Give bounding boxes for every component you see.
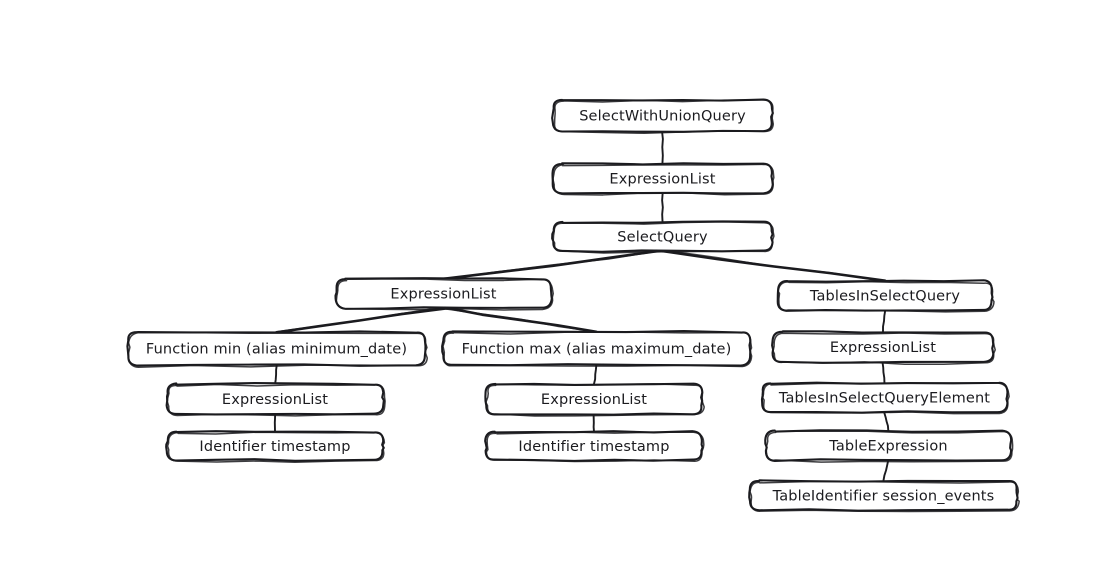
node-n2[interactable]: SelectQuery — [551, 220, 775, 254]
edge-n3-n5 — [275, 306, 446, 334]
edge-n3-n6 — [441, 306, 598, 334]
node-label: ExpressionList — [609, 172, 715, 188]
node-label: Function max (alias maximum_date) — [462, 342, 732, 358]
node-n13[interactable]: TableExpression — [764, 429, 1014, 463]
node-label: SelectQuery — [617, 230, 708, 246]
node-label: TablesInSelectQueryElement — [778, 391, 990, 407]
node-label: ExpressionList — [222, 392, 328, 408]
edge-n1-n2 — [661, 192, 664, 224]
node-n1[interactable]: ExpressionList — [551, 162, 775, 196]
edge-n7-n10 — [881, 361, 886, 384]
node-n11[interactable]: Identifier timestamp — [165, 430, 386, 464]
node-n7[interactable]: ExpressionList — [771, 330, 996, 366]
node-n3[interactable]: ExpressionList — [334, 277, 554, 311]
node-label: ExpressionList — [541, 392, 647, 408]
node-n8[interactable]: ExpressionList — [165, 382, 386, 417]
node-outline-sketch — [485, 431, 705, 463]
node-outline-sketch — [335, 278, 554, 311]
edge-n10-n13 — [883, 411, 890, 433]
node-n9[interactable]: ExpressionList — [484, 382, 705, 417]
node-outline-sketch — [552, 221, 775, 254]
edge-n6-n9 — [593, 364, 598, 385]
node-label: ExpressionList — [830, 340, 936, 356]
node-label: Identifier timestamp — [518, 439, 669, 455]
node-outline-sketch — [772, 332, 996, 366]
node-outline-sketch — [166, 383, 386, 417]
edge-n2-n4 — [661, 249, 887, 283]
node-label: Identifier timestamp — [199, 439, 350, 455]
node-n4[interactable]: TablesInSelectQuery — [776, 279, 995, 313]
edge-n5-n8 — [274, 363, 278, 386]
edge-n2-n3 — [442, 249, 664, 281]
node-label: ExpressionList — [390, 287, 496, 303]
nodes-layer: SelectWithUnionQueryExpressionListSelect… — [126, 98, 1020, 513]
node-outline-sketch — [749, 480, 1020, 513]
node-n14[interactable]: TableIdentifier session_events — [748, 479, 1020, 513]
node-label: TableExpression — [828, 439, 947, 455]
node-label: TablesInSelectQuery — [809, 289, 960, 305]
node-outline-sketch — [762, 382, 1010, 415]
node-n6[interactable]: Function max (alias maximum_date) — [441, 330, 753, 368]
node-outline-sketch — [765, 430, 1014, 463]
node-label: TableIdentifier session_events — [772, 489, 995, 505]
node-n12[interactable]: Identifier timestamp — [484, 430, 705, 463]
edge-n4-n7 — [882, 308, 887, 333]
node-outline-sketch — [777, 280, 995, 313]
node-n5[interactable]: Function min (alias minimum_date) — [126, 330, 428, 369]
node-outline-sketch — [553, 99, 775, 135]
edge-n13-n14 — [882, 459, 890, 483]
node-label: Function min (alias minimum_date) — [146, 342, 407, 358]
node-outline-sketch — [442, 331, 753, 368]
node-n0[interactable]: SelectWithUnionQuery — [551, 98, 775, 135]
node-outline-sketch — [127, 331, 428, 369]
node-outline-sketch — [485, 383, 705, 417]
edges-layer — [273, 130, 890, 483]
edge-n0-n1 — [661, 130, 664, 166]
node-n10[interactable]: TablesInSelectQueryElement — [760, 381, 1010, 415]
node-outline-sketch — [552, 163, 775, 196]
node-outline-sketch — [166, 431, 386, 464]
node-label: SelectWithUnionQuery — [579, 109, 746, 125]
